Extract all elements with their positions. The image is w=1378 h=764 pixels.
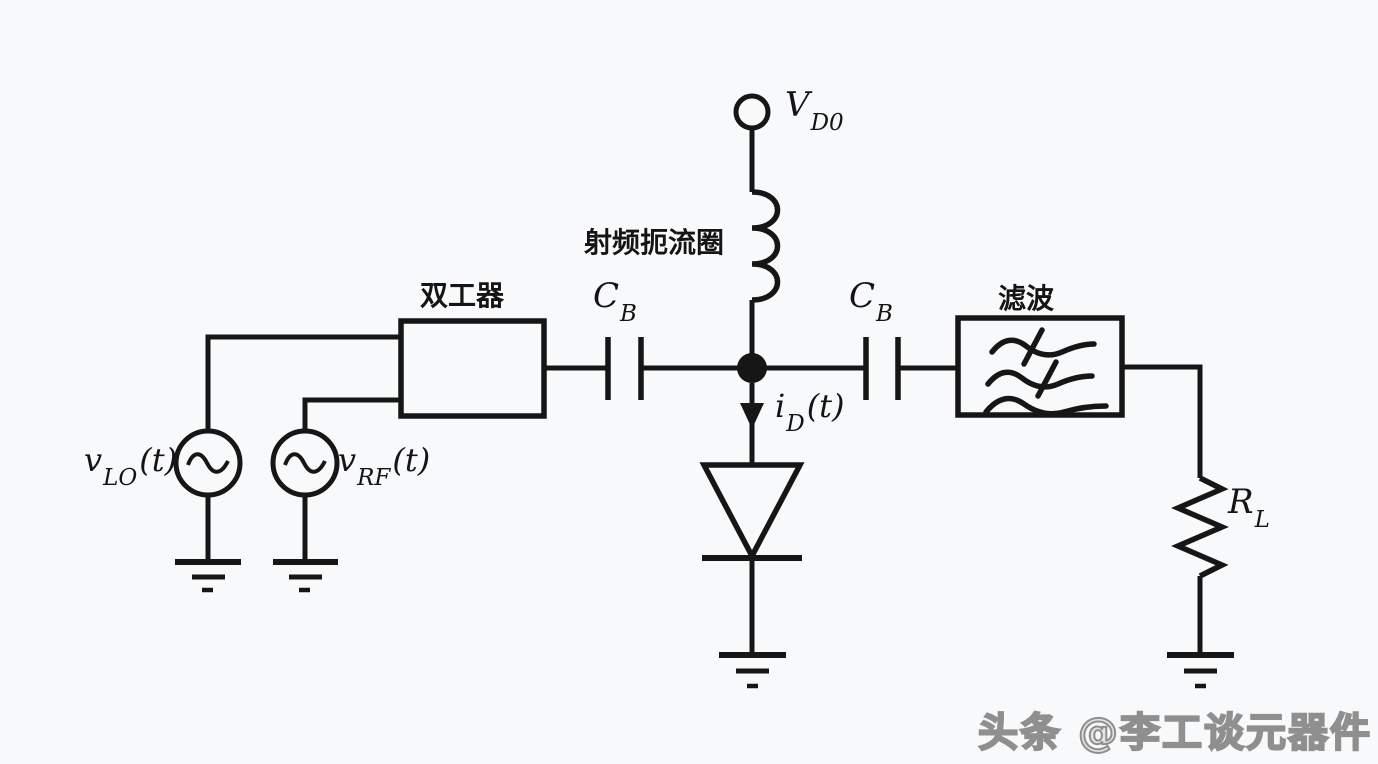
ground-symbol-rf [273, 559, 338, 593]
diode [699, 462, 805, 689]
junction-node [737, 353, 767, 383]
label-rf-choke: 射频扼流圈 [584, 227, 725, 258]
blocking-capacitor-right [764, 337, 958, 400]
ground-symbol-load [1167, 652, 1234, 689]
ground-symbol-lo [175, 559, 241, 593]
ground-symbol-diode [719, 652, 786, 689]
filter-box [955, 315, 1125, 418]
dc-supply-terminal [733, 93, 771, 192]
label-load-resistor: RL [1228, 482, 1270, 533]
duplexer-box [398, 318, 547, 419]
rf-choke-inductor [749, 189, 781, 360]
label-filter: 滤波 [998, 283, 1055, 314]
label-source-rf: vRF(t) [338, 441, 431, 491]
label-diode-current: iD(t) [775, 387, 845, 437]
label-source-lo: vLO(t) [84, 441, 178, 491]
watermark-text: 头条 @李工谈元器件 [977, 709, 1372, 757]
label-cap-right: CB [849, 276, 893, 327]
duplexer-input-wires [205, 334, 401, 431]
diode-current-arrow [740, 383, 764, 465]
blocking-capacitor-left [544, 337, 740, 400]
load-resistor [1122, 364, 1234, 689]
filter-wave-icon [983, 327, 1109, 417]
ac-source-lo [173, 428, 243, 593]
ac-source-rf [270, 428, 340, 593]
label-supply-voltage: VD0 [785, 85, 844, 136]
label-cap-left: CB [593, 276, 637, 327]
label-duplexer: 双工器 [420, 280, 505, 311]
